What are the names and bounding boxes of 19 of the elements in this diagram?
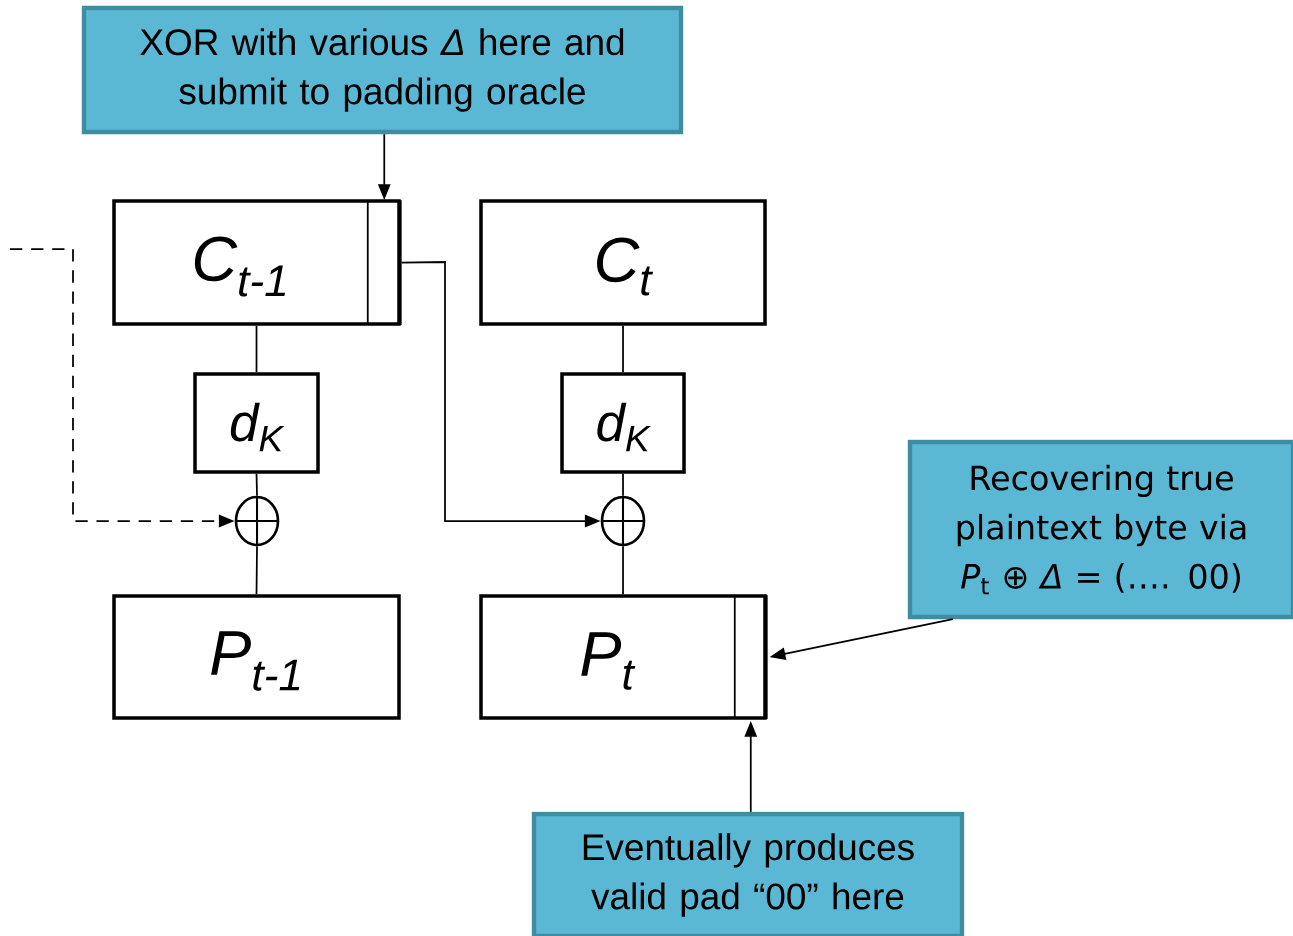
block-box: C$_{t}$ xyxy=(479,199,767,326)
byte-cell xyxy=(733,595,768,719)
block-box: P$_{t-1}$ xyxy=(112,594,401,720)
connector-line xyxy=(255,324,258,374)
connector-line xyxy=(622,472,624,497)
decryption-box: d$_{K}$ xyxy=(193,372,320,474)
block-box: C$_{t-1}$ xyxy=(112,199,401,326)
block-box: P$_{t}$ xyxy=(479,594,767,720)
byte-cell xyxy=(366,200,402,325)
connector-line xyxy=(255,472,258,497)
connector-line xyxy=(255,545,258,596)
decryption-box: d$_{K}$ xyxy=(560,372,686,474)
xor-symbol xyxy=(600,495,646,547)
callout-box: XOR with various Δ here and submit to padding oracle xyxy=(81,5,684,135)
xor-symbol xyxy=(234,495,280,547)
connector-line xyxy=(622,545,624,596)
connector-line xyxy=(622,324,624,374)
callout-box: Recovering true plaintext byte via P$_{t}$ ⊕ Δ = (…. 00) xyxy=(907,439,1293,620)
callout-box: Eventually produces valid pad “00” here xyxy=(531,811,965,936)
